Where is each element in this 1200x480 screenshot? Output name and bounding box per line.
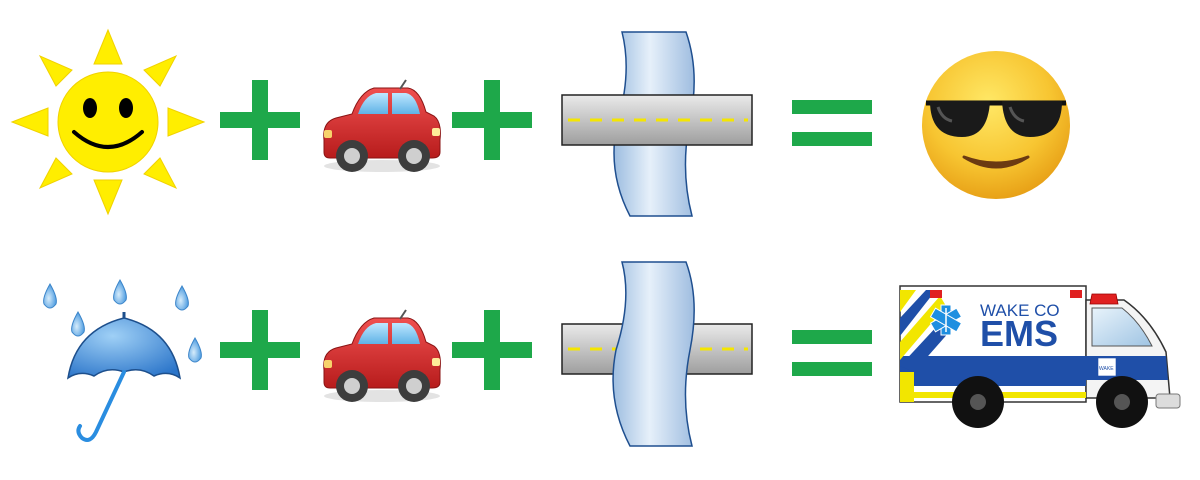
plus-operator [452, 310, 532, 390]
plus-operator [220, 80, 300, 160]
plus-operator [452, 80, 532, 160]
sunglasses-face-icon [922, 51, 1070, 199]
car-icon [322, 79, 442, 173]
ambulance-side-text: WAKE [1099, 366, 1114, 372]
ambulance-text-line2: EMS [980, 313, 1058, 354]
road-bridge-icon [561, 261, 753, 447]
equation-row-2: WAKE CO EMS WAKE [43, 261, 1181, 447]
equals-operator [792, 100, 872, 146]
plus-operator [220, 310, 300, 390]
ambulance-icon: WAKE CO EMS WAKE [899, 285, 1181, 428]
equals-operator [792, 330, 872, 376]
ambulance-text-line1: WAKE CO [980, 301, 1060, 320]
equation-row-1 [10, 28, 1070, 217]
road-bridge-icon [561, 31, 753, 217]
car-icon [322, 309, 442, 403]
sun-icon [10, 28, 206, 216]
rain-umbrella-icon [43, 278, 202, 442]
